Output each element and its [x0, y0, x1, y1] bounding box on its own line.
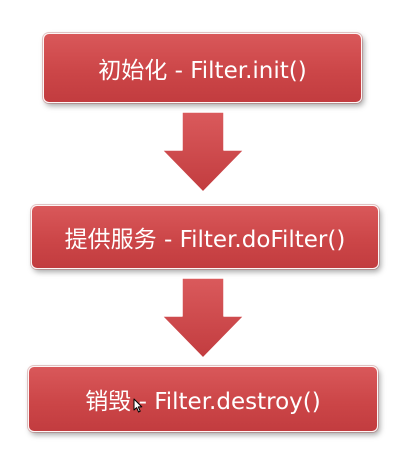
down-arrow-icon	[161, 111, 245, 193]
mouse-cursor-icon	[133, 398, 143, 413]
down-arrow-icon	[161, 277, 245, 359]
step-destroy-box: 销毁 - Filter.destroy()	[28, 366, 378, 432]
step-destroy-label: 销毁 - Filter.destroy()	[85, 389, 321, 415]
step-dofilter-box: 提供服务 - Filter.doFilter()	[31, 205, 379, 269]
step-init-label: 初始化 - Filter.init()	[98, 58, 307, 84]
step-dofilter-label: 提供服务 - Filter.doFilter()	[64, 227, 346, 253]
step-init-box: 初始化 - Filter.init()	[43, 33, 362, 103]
